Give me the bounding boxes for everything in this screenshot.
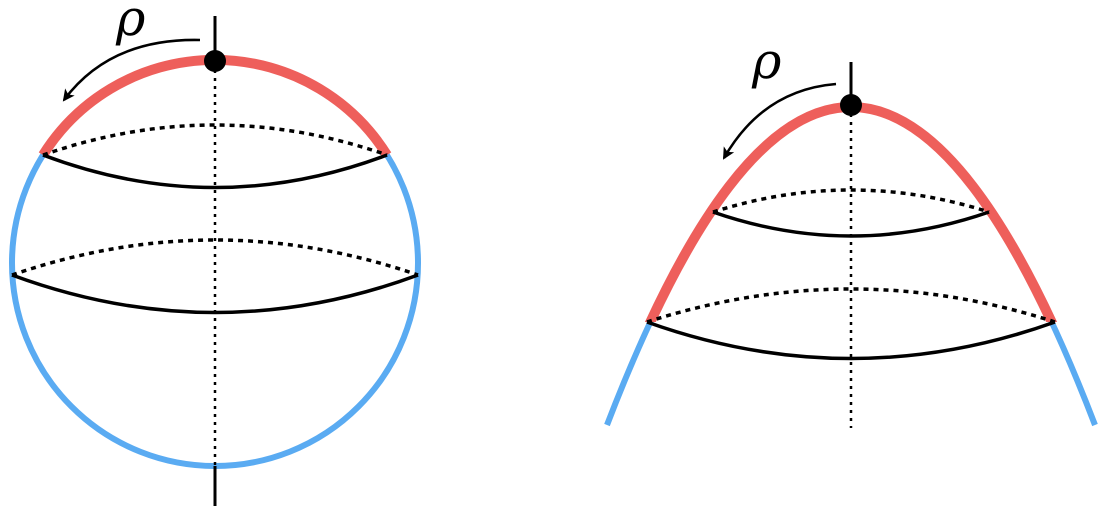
parabola-lower-ring-front [646,320,1056,361]
parabola-vertex-point [840,94,862,116]
parabola-lower-ring-back [646,287,1056,324]
sphere-rho-label: ρ [115,0,146,47]
parabola-figure: ρ [604,32,1098,428]
sphere-pole-point [204,50,226,72]
parabola-rho-label: ρ [751,32,782,90]
sphere-upper-latitude-front [42,153,388,190]
parabola-upper-ring-front [712,210,990,238]
sphere-equator-front [11,273,419,315]
sphere-figure: ρ [9,0,421,506]
parabola-rho-arrow [722,82,837,160]
sphere-rho-arrow [62,38,201,102]
parabola-upper-ring-back [712,188,990,214]
sphere-equator-back [11,238,419,277]
sphere-upper-latitude-back [42,123,388,157]
